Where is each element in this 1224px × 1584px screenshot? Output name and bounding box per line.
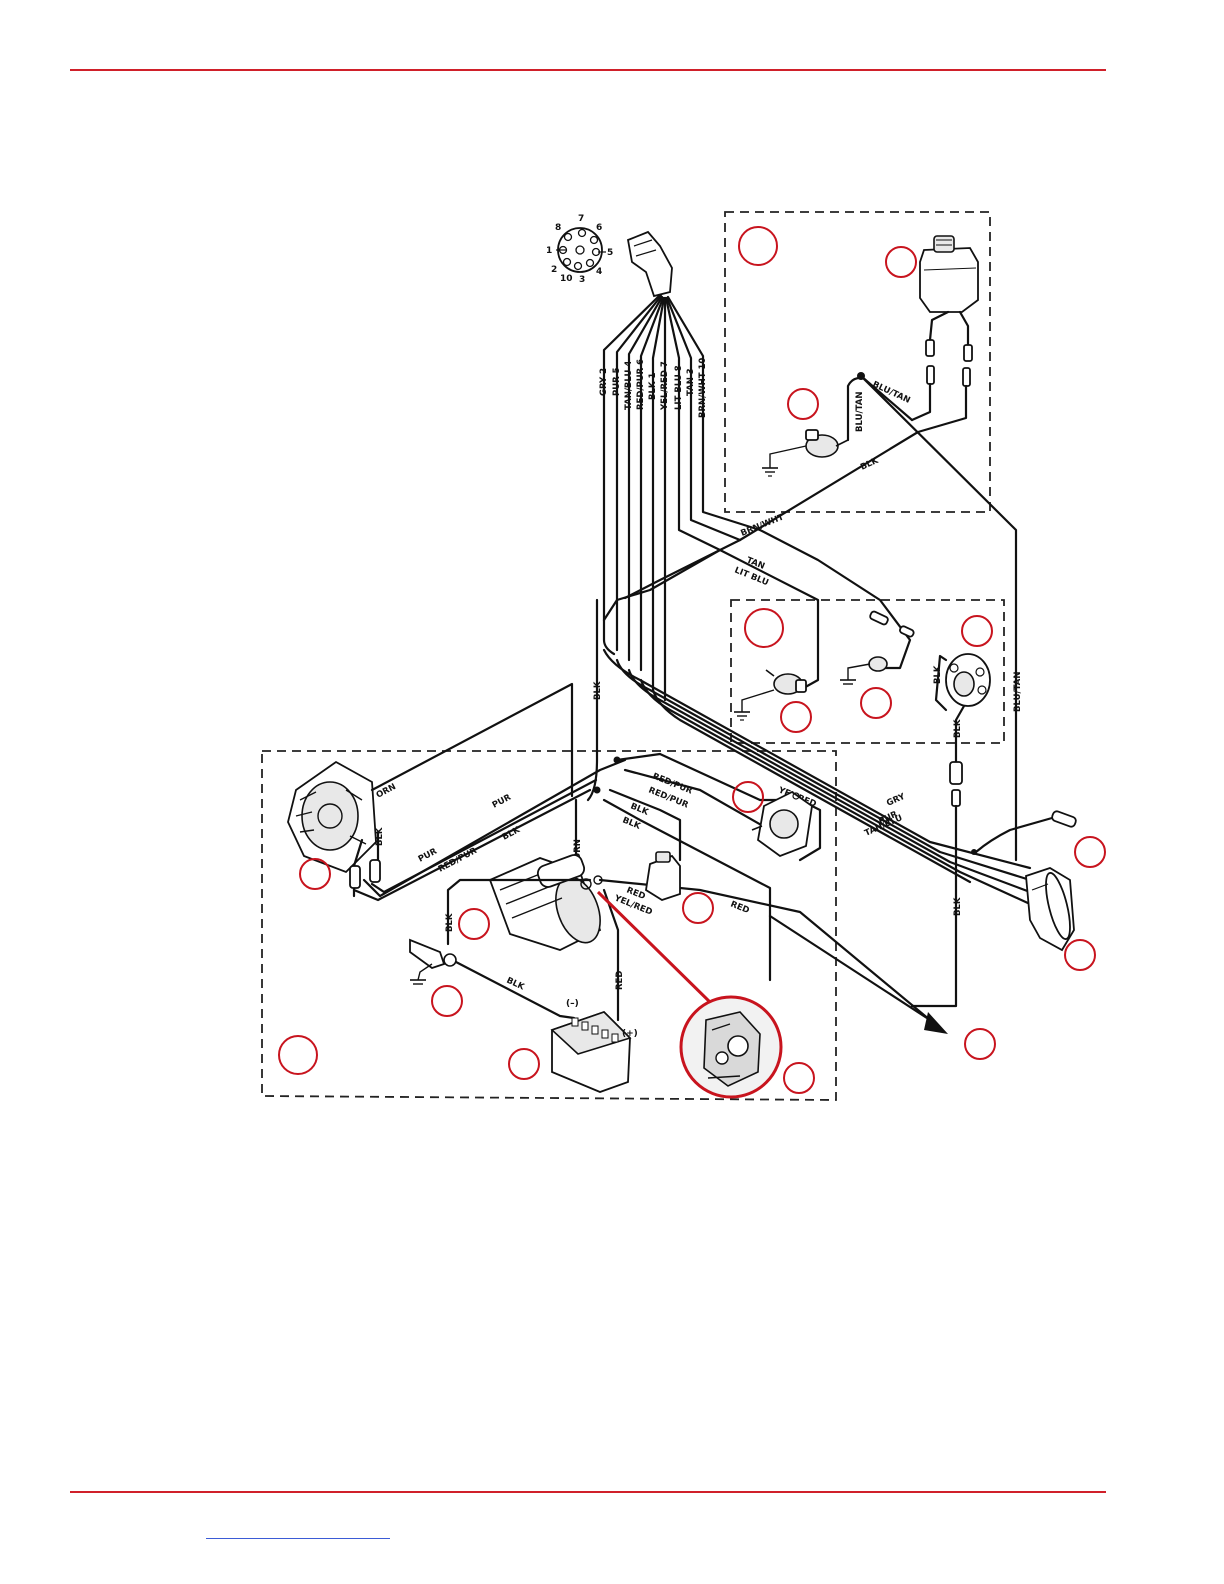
starter-relay (646, 852, 680, 900)
wire-label-blk-distributor: BLK (933, 665, 943, 684)
wire-label-tanblu4: TAN/BLU 4 (624, 361, 634, 410)
distributor-connector-male (952, 790, 960, 806)
callout-circle-4 (745, 609, 783, 647)
callout-circle-9 (300, 859, 330, 889)
callout-circle-6 (781, 702, 811, 732)
harness-connector-right (1026, 868, 1075, 950)
alt-connector-a (350, 866, 360, 888)
callout-circle-13 (1075, 837, 1105, 867)
wire-label-blk-upper: BLK (859, 456, 880, 473)
pin-7-label: 7 (578, 214, 584, 224)
wire-label-pur-upper: PUR (491, 792, 513, 810)
callout-circle-8 (733, 782, 763, 812)
callout-circle-12 (432, 986, 462, 1016)
pin-2-label: 2 (551, 265, 557, 275)
wire-label-brnwht10: BRN/WHT 10 (698, 358, 708, 418)
wire-label-blutan-right: BLU/TAN (1013, 672, 1023, 712)
callout-circle-5 (962, 616, 992, 646)
pressure-sender (762, 430, 848, 476)
callout-circle-7 (861, 688, 891, 718)
callout-circle-16 (279, 1036, 317, 1074)
pin-6-label: 6 (596, 223, 602, 233)
callout-circle-18 (784, 1063, 814, 1093)
pin-5-label: 5 (607, 248, 613, 258)
reservoir-connector-left (926, 340, 934, 356)
wire-label-tan3: TAN 3 (686, 368, 696, 396)
wire-label-litblu: LIT BLU (733, 566, 770, 589)
wire-label-gry2: GRY 2 (599, 368, 609, 396)
wire-label-pur5: PUR 5 (612, 367, 622, 396)
pin-8-label: 8 (555, 223, 561, 233)
wire-label-blk-alt: BLK (375, 827, 385, 846)
bullet-connector-b (899, 625, 915, 637)
fluid-reservoir (920, 236, 978, 312)
wire-label-blk1: BLK 1 (648, 373, 658, 400)
wire-label-orn-alt: ORN (375, 782, 398, 801)
reservoir-connector-right (964, 345, 972, 361)
bullet-connector-a (869, 611, 889, 626)
wire-label-gry: GRY (885, 791, 907, 808)
slave-solenoid (752, 792, 812, 856)
starter-terminal-detail (681, 997, 781, 1097)
callout-circle-11 (459, 909, 489, 939)
pin-4-label: 4 (596, 267, 602, 277)
wire-label-yelred7: YEL/RED 7 (660, 361, 670, 411)
wire-label-red-right: RED (729, 900, 751, 917)
wire-label-pur-alt: PUR (417, 846, 439, 864)
ground-stud (410, 940, 456, 984)
wire-label-blk-vertical: BLK (593, 681, 603, 700)
alt-connector-b (370, 860, 380, 882)
harness-wire-bundle (604, 295, 760, 700)
wire-label-blutan-sender: BLU/TAN (855, 392, 865, 432)
bullet-connector-right (1051, 810, 1077, 828)
wire-label-litblu8: LIT BLU 8 (674, 365, 684, 410)
temperature-sender (734, 670, 806, 720)
callout-circle-1 (739, 227, 777, 265)
battery-positive-label: (+) (622, 1029, 638, 1039)
callout-circle-17 (509, 1049, 539, 1079)
wire-label-red-battery: RED (615, 971, 625, 990)
wire-label-blk-right-b: BLK (621, 816, 642, 832)
temperature-switch (840, 657, 887, 684)
callout-circle-3 (788, 389, 818, 419)
starter-motor (490, 853, 608, 950)
distributor-connector-female (950, 762, 962, 784)
pin-3-label: 3 (579, 275, 585, 285)
alternator (288, 762, 376, 872)
callout-circle-15 (965, 1029, 995, 1059)
pin-10-label: 10 (560, 274, 573, 284)
wire-label-blk-lower: BLK (953, 897, 963, 916)
callout-circle-10 (683, 893, 713, 923)
wire-label-blk-starter: BLK (445, 913, 455, 932)
callout-circle-2 (886, 247, 916, 277)
continuation-arrow (924, 1012, 948, 1034)
connector-pin-diagram: 7 8 6 1 5 2 4 10 3 (546, 214, 613, 285)
splice-node-center (594, 787, 601, 794)
battery (552, 1012, 630, 1092)
wire-label-redpur6: RED/PUR 6 (636, 359, 646, 410)
battery-negative-label: (–) (566, 999, 579, 1009)
pin-1-label: 1 (546, 246, 552, 256)
wire-label-blk-dist-down: BLK (953, 719, 963, 738)
harness-plug (628, 232, 672, 296)
callout-circle-14 (1065, 940, 1095, 970)
distributor (946, 654, 990, 706)
